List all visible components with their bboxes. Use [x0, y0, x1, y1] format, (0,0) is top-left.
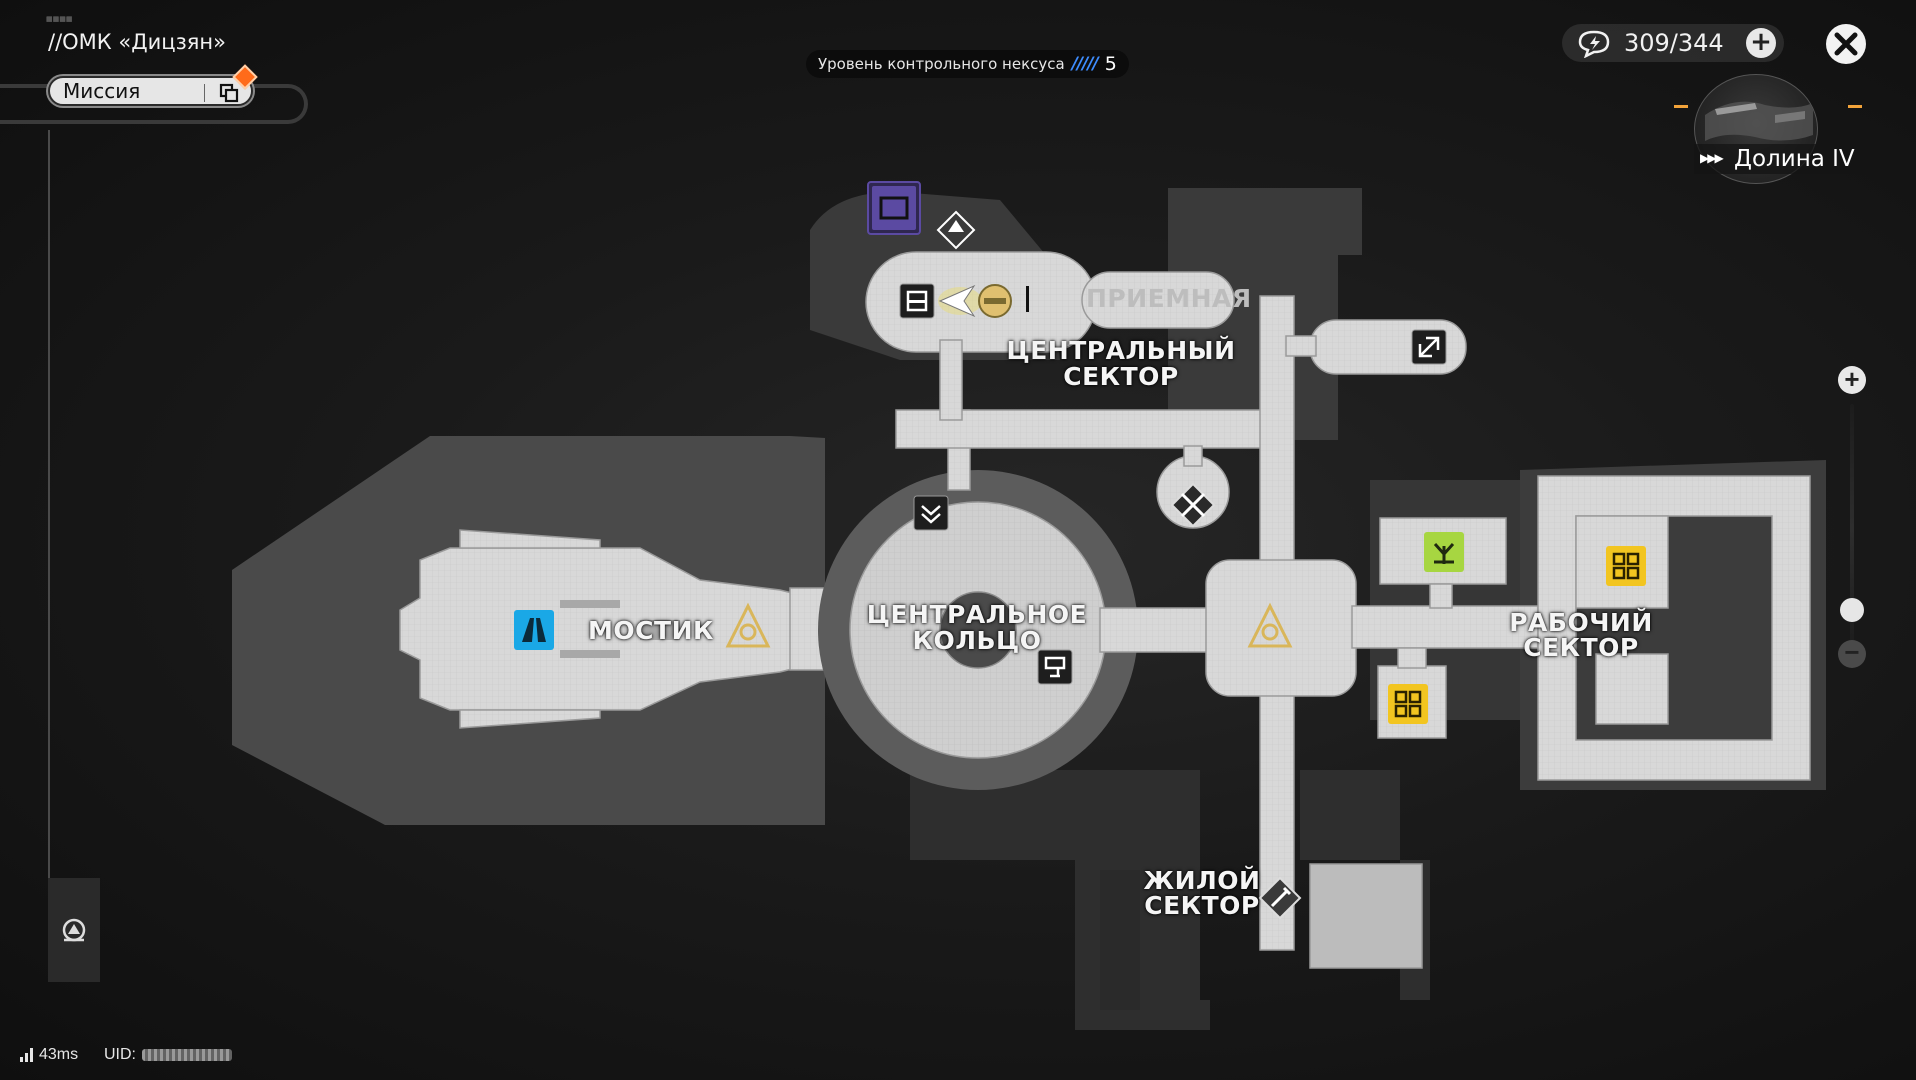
- left-guide-line: [48, 130, 50, 970]
- down-chevron-badge-icon: [921, 505, 941, 524]
- mission-label: Миссия: [63, 79, 141, 103]
- poi-podium[interactable]: [1037, 649, 1073, 685]
- nexus-label: Уровень контрольного нексуса: [818, 55, 1065, 73]
- label-central-ring-line1: ЦЕНТРАЛЬНОЕ: [866, 600, 1088, 629]
- reception-divider: [1026, 286, 1029, 312]
- nexus-level-value: 5: [1104, 53, 1117, 75]
- uid-label: UID:: [104, 1046, 136, 1063]
- label-living-sector: ЖИЛОЙ СЕКТОР: [1143, 866, 1261, 920]
- zoom-slider-handle[interactable]: [1840, 598, 1864, 622]
- energy-add-button[interactable]: +: [1746, 28, 1776, 58]
- poi-door[interactable]: [1411, 329, 1447, 365]
- poi-crossed-blades[interactable]: [1170, 482, 1216, 528]
- zoom-in-button[interactable]: +: [1838, 366, 1866, 394]
- poi-teleport-junction[interactable]: [1247, 602, 1293, 648]
- teleport-icon: [725, 602, 771, 648]
- poi-wrench[interactable]: [1258, 876, 1302, 920]
- zoom-slider-track[interactable]: [1850, 404, 1854, 652]
- ping-value: 43ms: [39, 1046, 79, 1063]
- energy-value: 309/344: [1624, 29, 1724, 57]
- puzzle-icon: [1612, 552, 1640, 580]
- minimap-marker-right: [1848, 105, 1862, 108]
- label-reception: ПРИЕМНАЯ: [1086, 284, 1252, 313]
- uid-display: UID:: [104, 1046, 232, 1064]
- label-central-sector-line2: СЕКТОР: [1063, 362, 1179, 391]
- mission-track-icon: [219, 83, 239, 103]
- poi-bed[interactable]: [867, 181, 921, 235]
- path-icon: [522, 618, 546, 642]
- teleport-icon: [1247, 602, 1293, 648]
- poi-badge[interactable]: [913, 495, 949, 531]
- close-button[interactable]: [1826, 24, 1866, 64]
- player-arrow-icon: [938, 284, 976, 318]
- minimap-marker-left: [1674, 105, 1688, 108]
- poi-puzzle-upper[interactable]: [1606, 546, 1646, 586]
- mission-separator: [204, 84, 205, 102]
- legend-icon: [62, 918, 86, 942]
- mission-button[interactable]: Миссия: [48, 76, 253, 106]
- region-name-tag[interactable]: ▶▶▶ Долина IV: [1694, 144, 1861, 174]
- label-central-sector: ЦЕНТРАЛЬНЫЙ СЕКТОР: [1006, 338, 1236, 389]
- signal-icon: [20, 1048, 33, 1062]
- uid-redacted: [142, 1049, 232, 1061]
- label-central-ring: ЦЕНТРАЛЬНОЕ КОЛЬЦО: [862, 602, 1092, 653]
- energy-icon: [1578, 30, 1610, 58]
- plant-icon: [1433, 542, 1455, 564]
- map-rooms: [399, 251, 1811, 969]
- bridge-details: [560, 600, 680, 658]
- region-arrows-icon: ▶▶▶: [1700, 151, 1724, 165]
- zoom-out-button[interactable]: −: [1838, 639, 1866, 668]
- label-work-sector: РАБОЧИЙ СЕКТОР: [1509, 608, 1653, 662]
- map-legend-button[interactable]: [48, 878, 100, 982]
- minimap-terrain: [1705, 101, 1813, 141]
- poi-vendor[interactable]: [978, 284, 1012, 318]
- nexus-level-indicator: Уровень контрольного нексуса ///// 5: [806, 50, 1129, 78]
- poi-bridge-path[interactable]: [514, 610, 554, 650]
- podium-icon: [1044, 656, 1066, 678]
- ping-indicator: 43ms: [20, 1046, 78, 1064]
- player-marker: [938, 284, 982, 318]
- poi-puzzle-lower[interactable]: [1388, 684, 1428, 724]
- region-name: Долина IV: [1734, 146, 1855, 172]
- puzzle-icon: [1394, 690, 1422, 718]
- label-central-ring-line2: КОЛЬЦО: [912, 626, 1042, 655]
- bed-icon: [879, 196, 909, 220]
- label-bridge: МОСТИК: [588, 616, 714, 645]
- zone-title: //ОМК «Дицзян»: [48, 30, 226, 54]
- game-logo: ▦▦▦▦: [46, 16, 73, 23]
- close-icon: [1834, 32, 1858, 56]
- nexus-bars-icon: /////: [1071, 54, 1099, 74]
- poi-beacon[interactable]: [936, 210, 976, 250]
- energy-counter: 309/344 +: [1562, 24, 1784, 62]
- poi-plant[interactable]: [1424, 532, 1464, 572]
- poi-teleport-bridge[interactable]: [725, 602, 771, 648]
- label-central-sector-line1: ЦЕНТРАЛЬНЫЙ: [1006, 336, 1236, 365]
- door-icon: [1418, 336, 1440, 358]
- poi-terminal[interactable]: [899, 283, 935, 319]
